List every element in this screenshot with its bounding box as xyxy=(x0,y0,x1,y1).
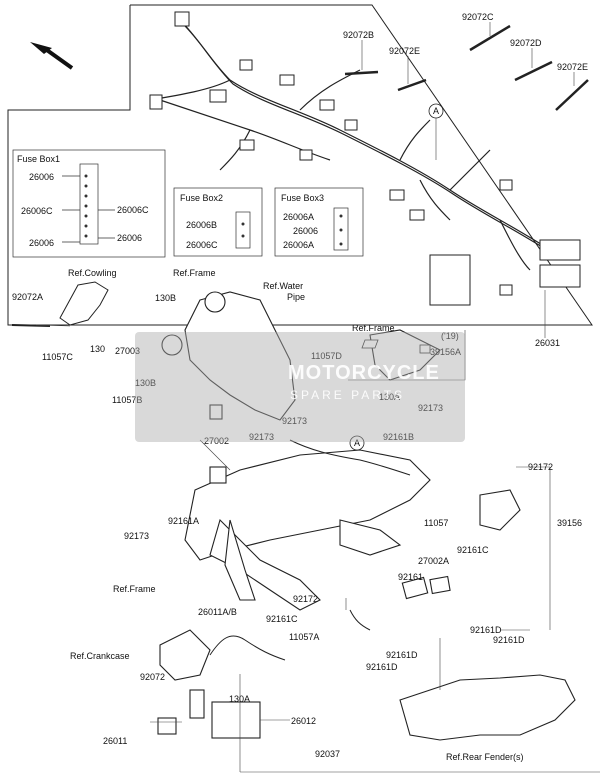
fuse-box-1-drawing xyxy=(12,149,166,258)
part-label: 130A xyxy=(379,392,401,402)
part-label: 92161C xyxy=(266,614,298,624)
part-label: 92072E xyxy=(557,62,589,72)
fuse-box-2-drawing xyxy=(173,187,263,257)
front-arrow-icon xyxy=(30,42,74,70)
harness-panel-border xyxy=(7,4,593,326)
part-label: ('19) xyxy=(441,331,459,341)
watermark-subtext: SPARE PARTS xyxy=(290,388,406,402)
ref-label: Ref.Cowling xyxy=(68,268,117,278)
part-label: 26031 xyxy=(535,338,561,348)
fuse-box-1-part: 26006C xyxy=(117,205,149,215)
part-label: 92072E xyxy=(389,46,421,56)
part-label: 92072C xyxy=(462,12,494,22)
part-label: 26011A/B xyxy=(198,607,237,617)
part-label: 92172 xyxy=(293,594,319,604)
part-label: 26012 xyxy=(291,716,317,726)
part-label: 11057B xyxy=(112,395,143,405)
part-label: 92161 xyxy=(398,572,424,582)
part-label: 92161D xyxy=(386,650,418,660)
ref-label: Ref.Frame xyxy=(173,268,216,278)
ref-a-circle xyxy=(428,103,444,119)
ref-label: Ref.Rear Fender(s) xyxy=(446,752,524,762)
part-label: 92161C xyxy=(457,545,489,555)
fuse-box-3-title: Fuse Box3 xyxy=(281,193,325,203)
fuse-box-1-part: 26006 xyxy=(117,233,143,243)
ref-a-circle-2 xyxy=(349,435,365,451)
part-label: 130 xyxy=(90,344,106,354)
fuse-box-2-part: 26006B xyxy=(186,220,218,230)
part-label: 92161B xyxy=(383,432,415,442)
ref-a-label: A xyxy=(433,106,440,116)
part-label: 92161A xyxy=(168,516,200,526)
part-label: 130A xyxy=(229,694,251,704)
leader-lines xyxy=(361,22,575,338)
part-label: 92072A xyxy=(12,292,44,302)
fuse-box-1-fuses xyxy=(84,174,88,238)
fuse-box-1-part: 26006C xyxy=(21,206,53,216)
ref-label: Pipe xyxy=(287,292,306,302)
fuse-box-2-title: Fuse Box2 xyxy=(180,193,224,203)
cowling-bracket xyxy=(11,281,109,327)
part-label: 11057A xyxy=(289,632,320,642)
part-label: 92072 xyxy=(140,672,166,682)
cable-ties xyxy=(344,24,589,111)
harness-connectors xyxy=(149,11,581,306)
part-label: 11057 xyxy=(424,518,449,528)
ref-label: Ref.Water xyxy=(263,281,304,291)
part-label: 39156 xyxy=(557,518,583,528)
fuse-box-1-part: 26006 xyxy=(29,238,55,248)
fuse-box-3-part: 26006 xyxy=(293,226,319,236)
ref-label: Ref.Crankcase xyxy=(70,651,130,661)
fuse-box-3-drawing xyxy=(274,187,364,257)
part-label: 92161D xyxy=(470,625,502,635)
ref-a-label-2: A xyxy=(354,438,361,448)
part-label: 92173 xyxy=(249,432,275,442)
part-label: 92172 xyxy=(528,462,554,472)
part-label: 92173 xyxy=(124,531,150,541)
part-label: 27003 xyxy=(115,346,141,356)
ref-label: Ref.Frame xyxy=(113,584,156,594)
main-frame xyxy=(157,291,576,741)
leader-lines-lower xyxy=(35,324,600,773)
part-label: 27002 xyxy=(204,436,230,446)
watermark xyxy=(135,332,465,442)
ref-label: Ref.Frame xyxy=(352,323,395,333)
watermark-text: MOTORCYCLE xyxy=(288,362,440,384)
fuse-box-1-title: Fuse Box1 xyxy=(17,154,61,164)
part-label: 39156A xyxy=(430,347,462,357)
part-label: 92072D xyxy=(510,38,542,48)
fuse-box-1-part: 26006 xyxy=(29,172,55,182)
part-label: 11057C xyxy=(42,352,73,362)
fuse-box-2-part: 26006C xyxy=(186,240,218,250)
part-label: 92161D xyxy=(493,635,525,645)
fuse-box-3-part: 26006A xyxy=(283,240,315,250)
wiring-harness xyxy=(149,19,554,271)
part-label: 11057D xyxy=(311,351,342,361)
fuse-box-3-part: 26006A xyxy=(283,212,315,222)
part-label: 92173 xyxy=(282,416,308,426)
part-label: 92161D xyxy=(366,662,398,672)
part-label: 130B xyxy=(135,378,157,388)
part-label: 26011 xyxy=(103,736,128,746)
part-label: 27002A xyxy=(418,556,450,566)
part-label: 130B xyxy=(155,293,177,303)
part-label: 92037 xyxy=(315,749,341,759)
part-label: 92173 xyxy=(418,403,444,413)
part-label: 92072B xyxy=(343,30,375,40)
